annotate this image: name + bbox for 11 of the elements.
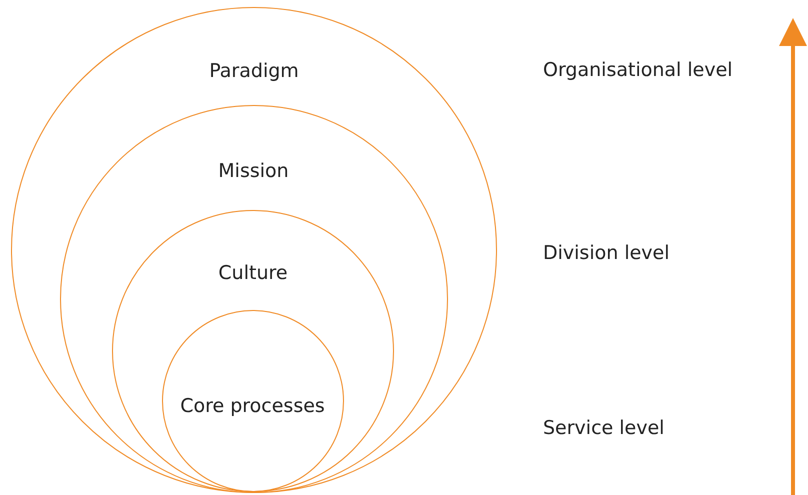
- circle-label: Paradigm: [209, 60, 299, 82]
- level-label: Service level: [543, 417, 664, 439]
- circle: [162, 310, 344, 492]
- level-label: Organisational level: [543, 59, 733, 81]
- circle: [11, 7, 497, 493]
- circle: [60, 104, 448, 492]
- circle-label: Core processes: [180, 394, 325, 416]
- circle: [112, 210, 394, 492]
- circle-label: Culture: [218, 262, 288, 284]
- level-label: Division level: [543, 242, 670, 264]
- circle-label: Mission: [218, 160, 289, 182]
